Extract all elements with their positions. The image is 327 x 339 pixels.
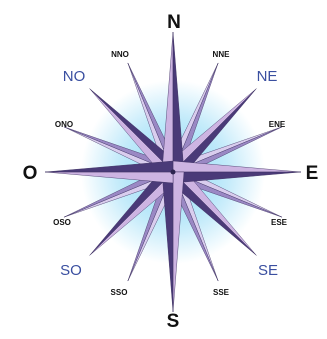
label-ese: ESE — [271, 218, 288, 227]
label-oso: OSO — [53, 218, 71, 227]
label-sso: SSO — [111, 288, 128, 297]
label-ono: ONO — [55, 120, 73, 129]
label-northeast: NE — [257, 68, 278, 85]
label-ene: ENE — [269, 120, 286, 129]
label-northwest: NO — [63, 68, 86, 85]
label-south: S — [167, 311, 180, 332]
label-west: O — [23, 163, 38, 184]
rose-center-hub — [171, 170, 176, 175]
label-nne: NNE — [213, 50, 231, 59]
label-sse: SSE — [213, 288, 230, 297]
label-nno: NNO — [111, 50, 129, 59]
label-east: E — [306, 163, 319, 184]
label-southwest: SO — [60, 262, 82, 279]
label-north: N — [167, 12, 181, 33]
label-southeast: SE — [258, 262, 278, 279]
